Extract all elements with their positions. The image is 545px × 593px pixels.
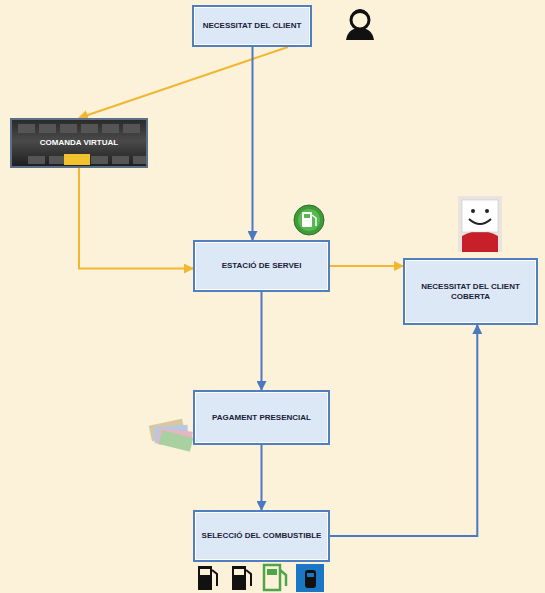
flow-arrow [79,168,193,269]
person-icon [346,9,374,40]
box-label: COMANDA VIRTUAL [34,138,124,148]
flow-arrow [252,47,254,240]
flow-arrow [330,265,403,267]
flow-arrow [261,445,263,510]
box-label: NECESSITAT DEL CLIENT COBERTA [405,282,536,302]
fuel-pump-icons [198,564,324,592]
text-holder: NECESSITAT DEL CLIENT COBERTA [405,282,536,302]
smiley-photo [458,196,502,252]
process-box: NECESSITAT DEL CLIENT [192,5,312,47]
box-label: SELECCIÓ DEL COMBUSTIBLE [196,531,328,541]
process-box: SELECCIÓ DEL COMBUSTIBLE [193,510,330,562]
box-label: ESTACIÓ DE SERVEI [216,261,308,271]
flow-arrow [261,292,263,390]
process-box: ESTACIÓ DE SERVEI [193,240,330,292]
text-holder: COMANDA VIRTUAL [34,138,124,148]
box-label: PAGAMENT PRESENCIAL [206,413,317,423]
text-holder: PAGAMENT PRESENCIAL [206,413,317,423]
money-picture [149,419,194,452]
flow-arrow [79,47,288,118]
flow-arrow [330,325,477,536]
image-box: COMANDA VIRTUAL [10,118,148,168]
fuel-badge [294,205,324,235]
text-holder: ESTACIÓ DE SERVEI [216,261,308,271]
process-box: PAGAMENT PRESENCIAL [193,390,330,445]
process-box: NECESSITAT DEL CLIENT COBERTA [403,258,538,325]
text-holder: NECESSITAT DEL CLIENT [197,21,308,31]
text-holder: SELECCIÓ DEL COMBUSTIBLE [196,531,328,541]
box-label: NECESSITAT DEL CLIENT [197,21,308,31]
